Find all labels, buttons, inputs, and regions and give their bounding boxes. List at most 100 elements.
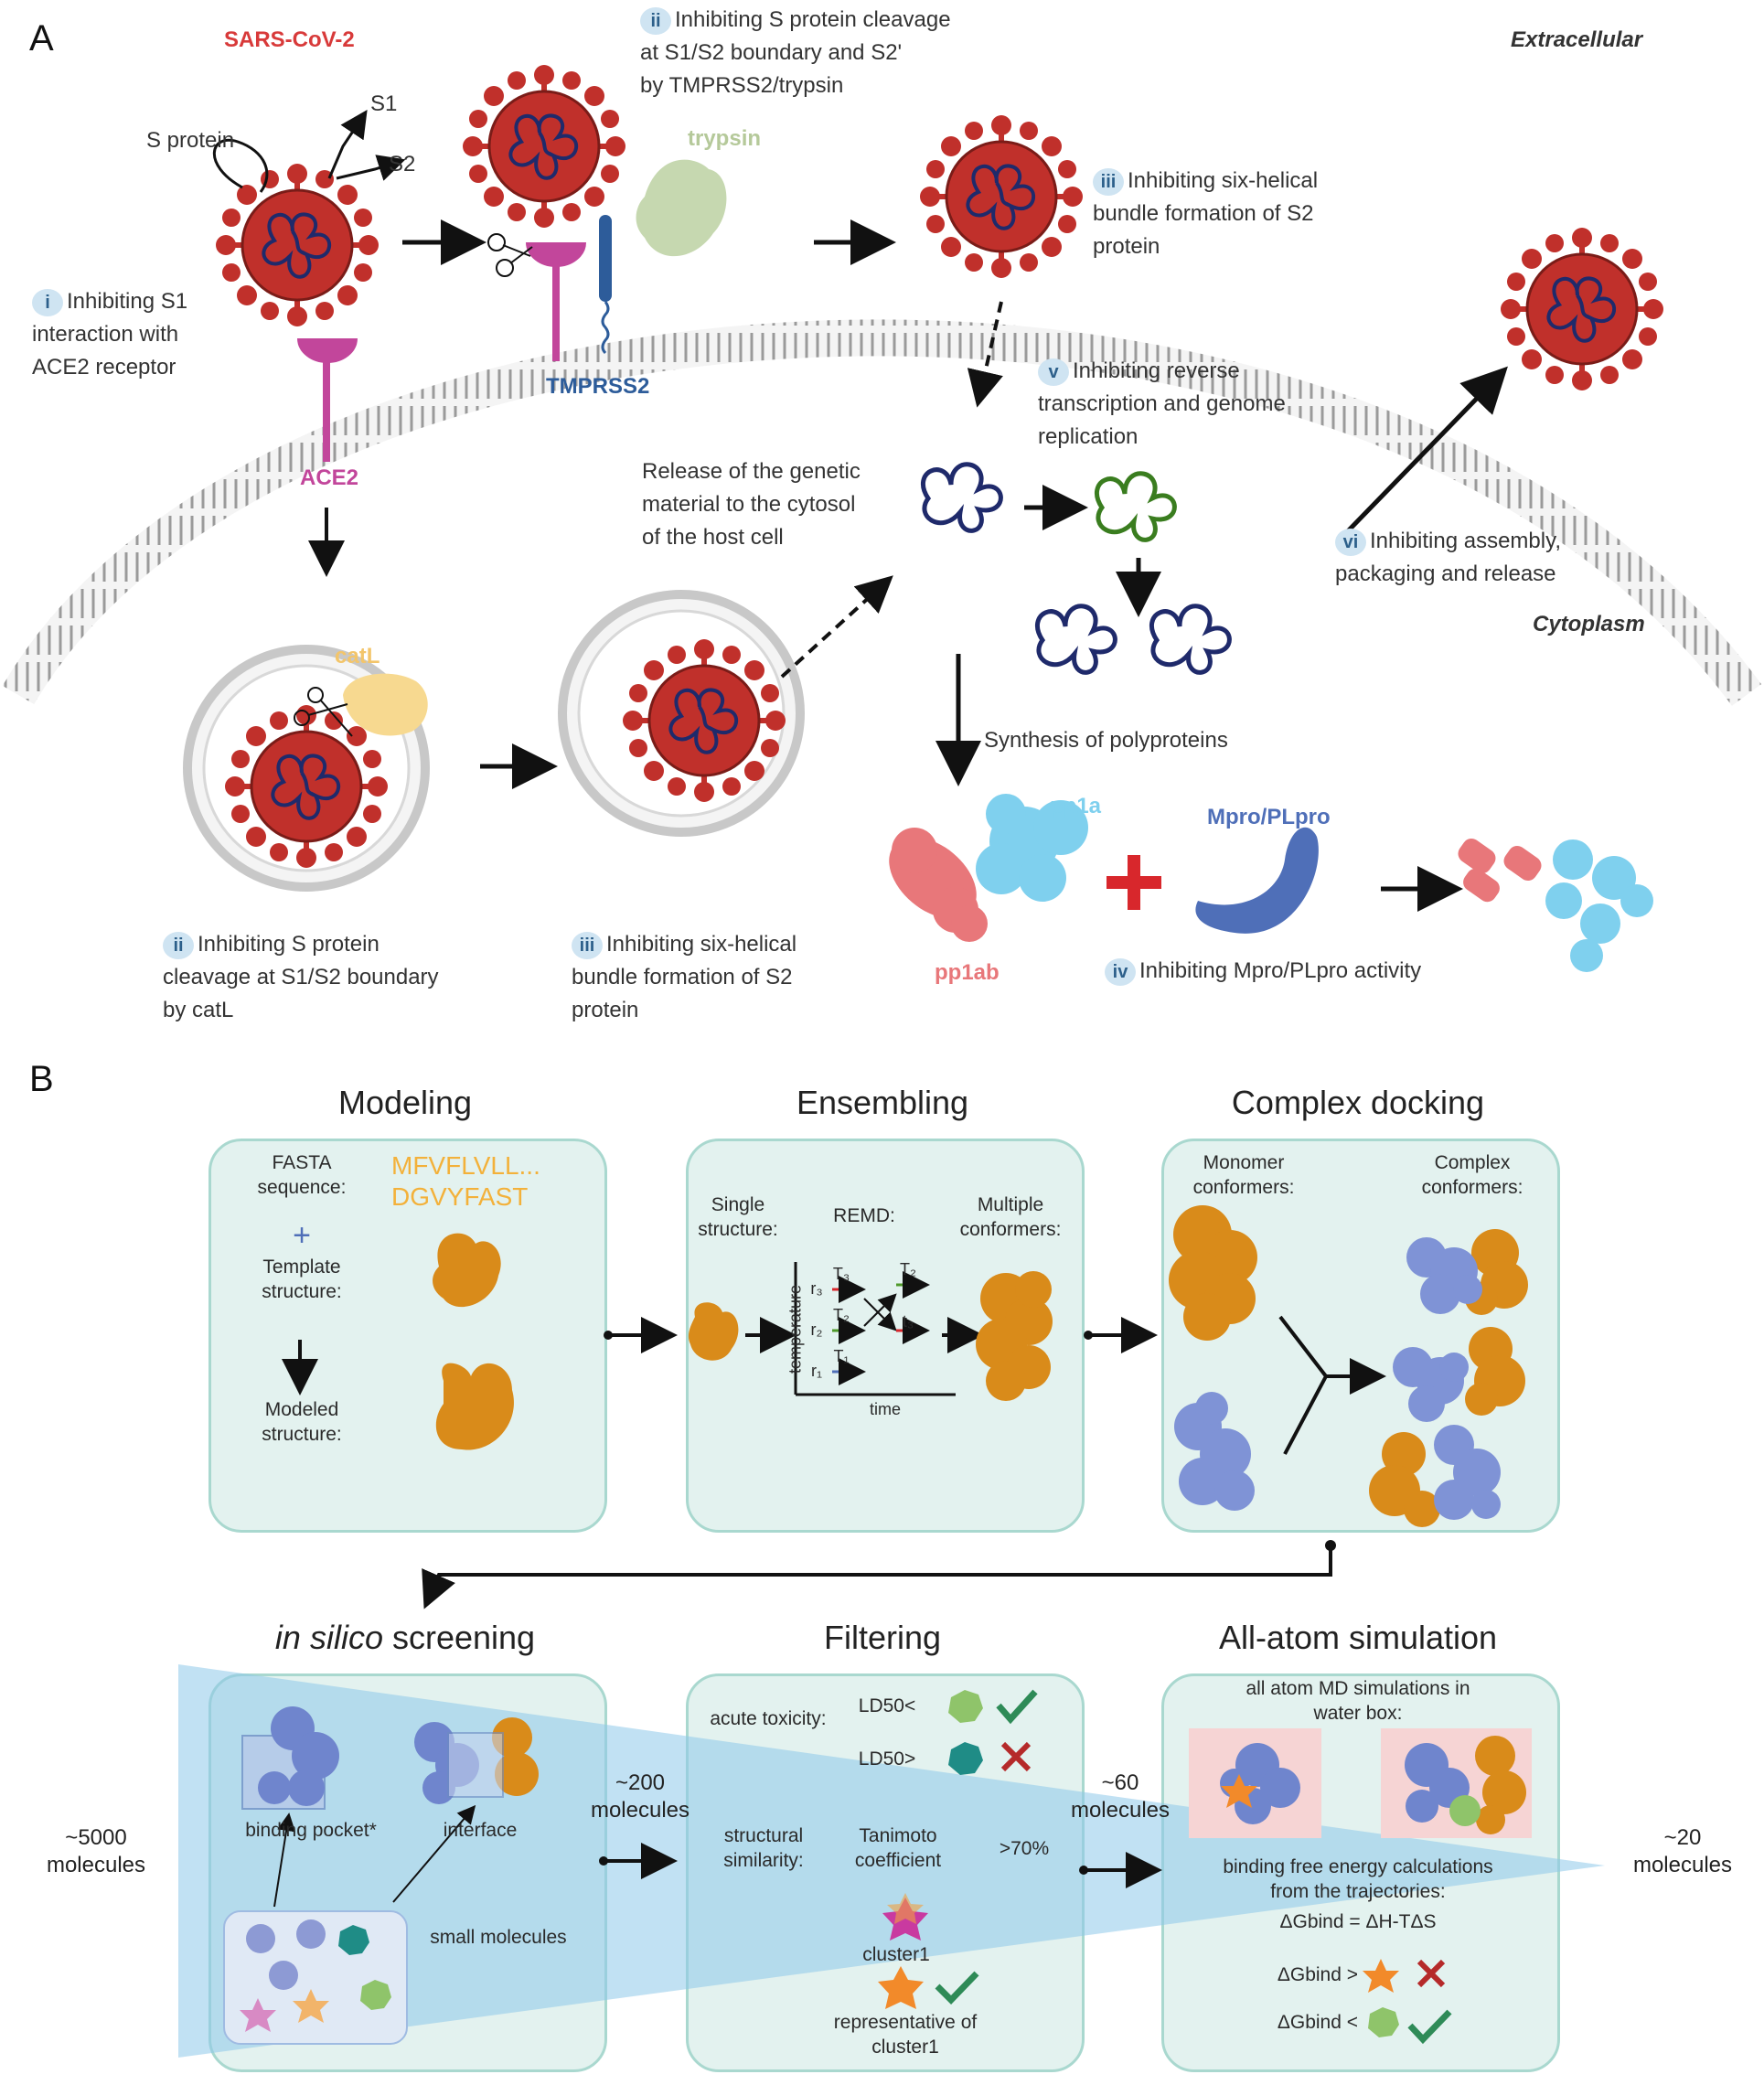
pp1a-label: pp1a [1050,794,1102,818]
pocket-protein [258,1706,339,1806]
simulation-title: All-atom simulation [1218,1619,1498,1656]
pp1ab-protein [889,828,988,942]
virus-icon-endosome-2 [621,637,787,804]
trypsin-blob [636,159,727,257]
ld50-low-molecule [948,1690,983,1723]
panel-a-letter: A [29,18,54,59]
rna-icon-released [923,465,1000,531]
modeling-title: Modeling [337,1084,473,1121]
dg-high-molecule [1363,1959,1399,1993]
pp1ab-label: pp1ab [935,960,1000,985]
virus-icon-fusion [918,113,1085,280]
cytoplasm-label: Cytoplasm [1533,612,1645,636]
ld50-high-label: LD50> [858,1748,916,1770]
virus-icon-released [1499,226,1665,392]
binding-pocket-label: binding pocket* [245,1820,377,1841]
step-i-badge: i [32,289,63,316]
monomer-orange-protein [1169,1205,1257,1341]
dg-high-label: ΔGbind > [1277,1964,1358,1985]
cleaved-pp1ab [1458,838,1542,903]
docking-title: Complex docking [1231,1084,1485,1121]
ld50-low-label: LD50< [858,1695,916,1716]
catl-label: catL [335,644,380,668]
virus-icon-endosome-1 [223,703,390,870]
modeled-protein [435,1363,514,1450]
T2b-label: T₂ [900,1260,916,1278]
single-structure-protein [688,1302,739,1361]
dg-low-label: ΔGbind < [1277,2012,1358,2033]
rna-icon-replicating [1094,471,1177,542]
cell-membrane [2,319,1762,706]
complex-conformer-2 [1393,1327,1525,1422]
plus-sign [1107,855,1161,910]
virus-label: SARS-CoV-2 [224,27,355,52]
template-protein [433,1233,501,1308]
cluster1-molecule [882,1898,928,1941]
cross-icon-2 [1417,1959,1446,1988]
virus-icon-tmprss2 [461,63,627,230]
mpro-blob [1195,827,1319,934]
mpro-label: Mpro/PLpro [1207,805,1331,829]
cluster1-label: cluster1 [862,1944,930,1965]
trypsin-label: trypsin [688,126,762,151]
panel-b-letter: B [29,1059,54,1099]
filtering-title: Filtering [823,1619,942,1656]
T1-label: T₁ [833,1347,850,1365]
ace2-receptor [297,337,358,363]
multiple-conformers-protein [976,1271,1053,1401]
time-axis-label: time [869,1400,901,1418]
dg-low-molecule [1368,2007,1399,2037]
monomer-blue-protein [1174,1392,1255,1511]
energy-equation: ΔGbind = ΔH-TΔS [1279,1911,1437,1932]
screening-title: in silico screening [274,1619,536,1656]
pp1a-protein [976,794,1088,902]
interface-label: interface [443,1820,518,1841]
scissors-icon [487,233,533,277]
t3-label: t₃ [902,1312,914,1331]
s2-label: S2 [389,152,416,176]
T3-label: T₃ [832,1265,850,1283]
rna-icon-copy-2 [1151,606,1229,673]
check-icon-2 [935,1971,979,2005]
catl-blob [343,673,428,736]
ld50-high-molecule [948,1742,983,1775]
sequence-text: MFVFLVLL...DGVYFAST [391,1151,540,1211]
virus-icon-entry [214,162,380,328]
T2a-label: T₂ [833,1306,850,1324]
tmprss2-receptor [599,215,612,302]
ace2-label: ACE2 [300,465,359,490]
threshold-label: >70% [999,1838,1050,1859]
release-text: Release of the genetic material to the c… [642,459,861,550]
tmprss2-label: TMPRSS2 [546,374,650,399]
ensembling-title: Ensembling [796,1084,969,1121]
remd-label: REMD: [833,1205,895,1226]
s-protein-label: S protein [146,128,235,153]
plus-icon: + [293,1218,311,1253]
complex-conformer-1 [1406,1229,1528,1315]
extracellular-label: Extracellular [1511,27,1643,52]
small-molecules-label: small molecules [430,1927,567,1948]
cleaved-pp1a [1545,839,1653,972]
